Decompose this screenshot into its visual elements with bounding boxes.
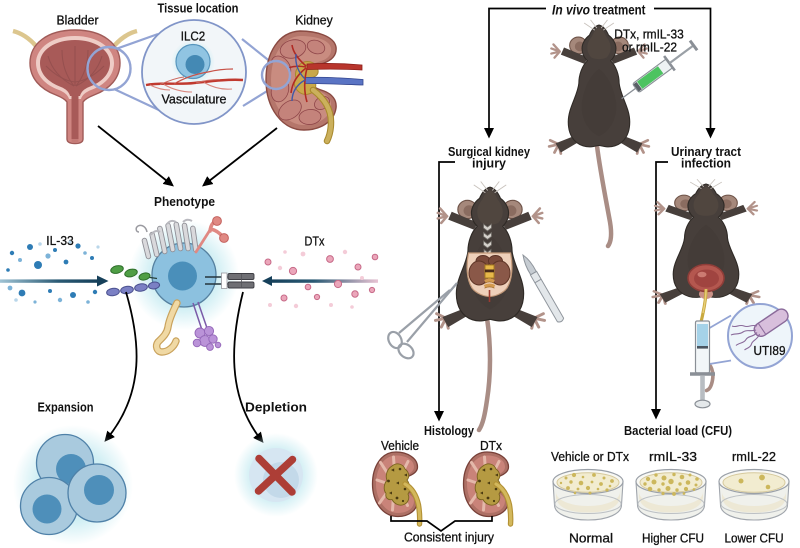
svg-text:UTI89: UTI89 [754,343,786,358]
svg-text:Depletion: Depletion [245,400,307,415]
svg-text:rmIL-22: rmIL-22 [732,449,776,464]
svg-text:Urinary tract: Urinary tract [671,144,742,159]
svg-text:Tissue location: Tissue location [158,1,239,16]
svg-text:Histology: Histology [424,423,475,438]
svg-text:Phenotype: Phenotype [154,194,215,209]
svg-text:infection: infection [681,156,731,171]
svg-text:Surgical kidney: Surgical kidney [448,144,531,159]
svg-text:Lower CFU: Lower CFU [725,531,784,546]
svg-text:Kidney: Kidney [295,13,333,28]
svg-text:Consistent injury: Consistent injury [404,530,494,545]
svg-text:Higher CFU: Higher CFU [642,531,704,546]
svg-text:Normal: Normal [569,531,613,546]
svg-text:rmIL-33: rmIL-33 [649,449,697,464]
svg-text:DTx, rmIL-33: DTx, rmIL-33 [614,27,684,42]
svg-text:DTx: DTx [480,438,502,453]
svg-text:or rmIL-22: or rmIL-22 [622,40,677,55]
svg-text:ILC2: ILC2 [181,29,206,44]
svg-text:Vehicle or DTx: Vehicle or DTx [551,449,629,464]
svg-text:Vasculature: Vasculature [162,92,227,107]
svg-text:Bladder: Bladder [57,13,100,28]
svg-text:injury: injury [472,156,507,171]
svg-text:DTx: DTx [305,234,325,249]
svg-text:IL-33: IL-33 [46,233,74,248]
svg-text:Expansion: Expansion [38,400,94,415]
svg-text:Vehicle: Vehicle [381,438,419,453]
svg-text:Bacterial load (CFU): Bacterial load (CFU) [624,423,732,438]
